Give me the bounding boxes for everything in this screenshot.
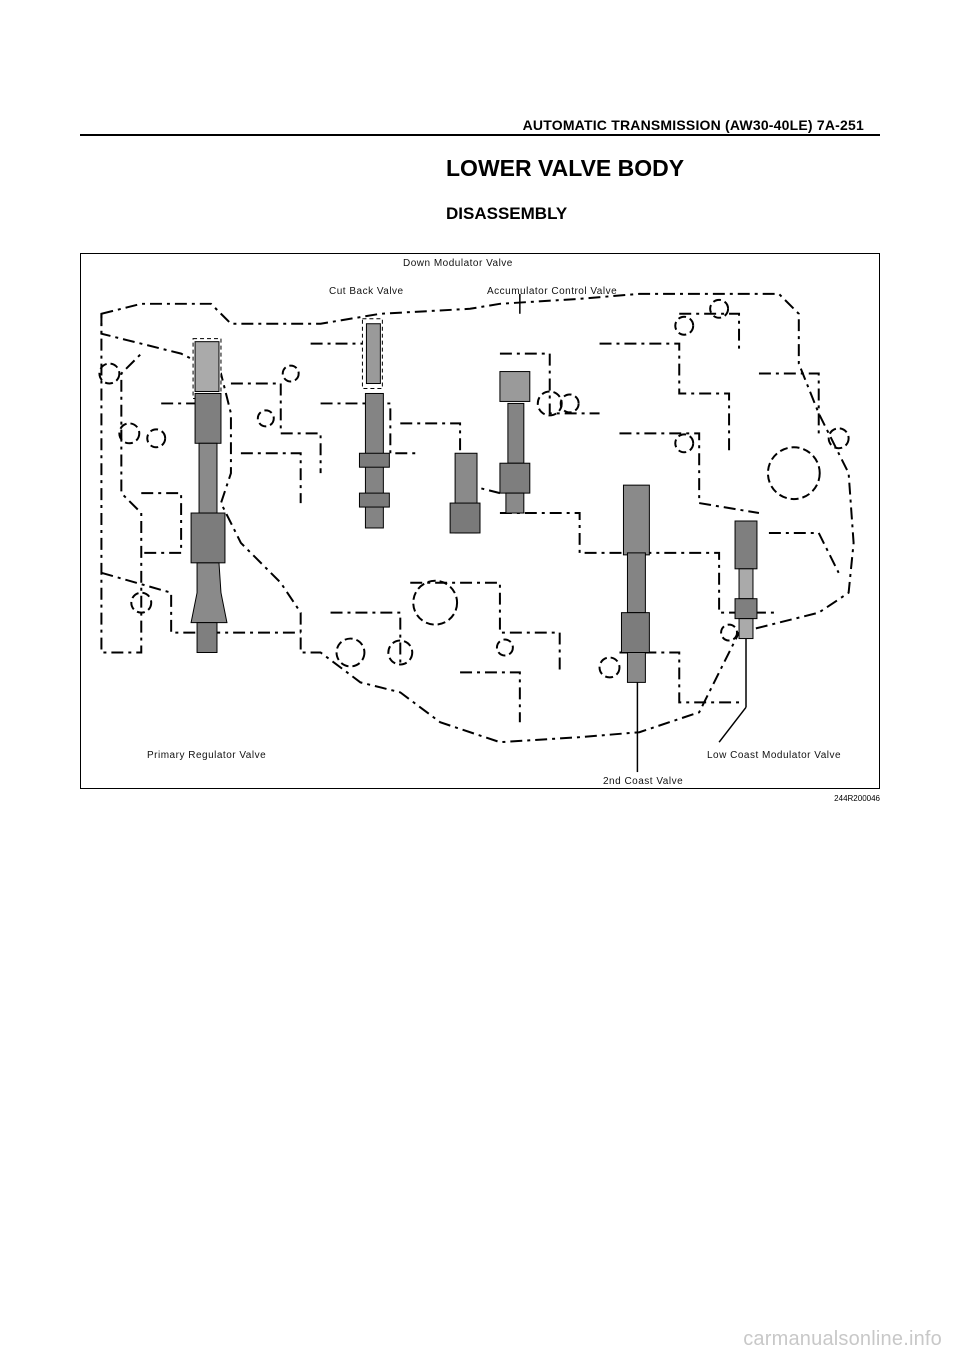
label-primary-regulator-valve: Primary Regulator Valve — [147, 750, 267, 761]
low-coast-modulator-valve-shape — [734, 520, 758, 640]
valve-body-figure: Down Modulator Valve Cut Back Valve Accu… — [80, 253, 880, 789]
header-text: AUTOMATIC TRANSMISSION (AW30-40LE) 7A-25… — [522, 117, 864, 133]
accumulator-control-valve-shape — [449, 371, 531, 534]
primary-regulator-valve-shape — [190, 338, 228, 654]
label-second-coast-valve: 2nd Coast Valve — [603, 776, 684, 787]
watermark: carmanualsonline.info — [743, 1328, 942, 1350]
figure-code: 244R200046 — [834, 794, 880, 803]
label-cut-back-valve: Cut Back Valve — [329, 286, 404, 297]
valve-body-illustration — [98, 292, 855, 773]
label-low-coast-modulator-valve: Low Coast Modulator Valve — [707, 750, 842, 761]
label-down-modulator-valve: Down Modulator Valve — [403, 258, 513, 269]
header-rule — [80, 134, 880, 136]
section-title: DISASSEMBLY — [446, 204, 568, 223]
page-title: LOWER VALVE BODY — [446, 155, 685, 181]
second-coast-valve-shape — [620, 484, 650, 683]
cut-back-valve-shape — [358, 318, 390, 529]
label-accumulator-control-valve: Accumulator Control Valve — [487, 286, 618, 297]
